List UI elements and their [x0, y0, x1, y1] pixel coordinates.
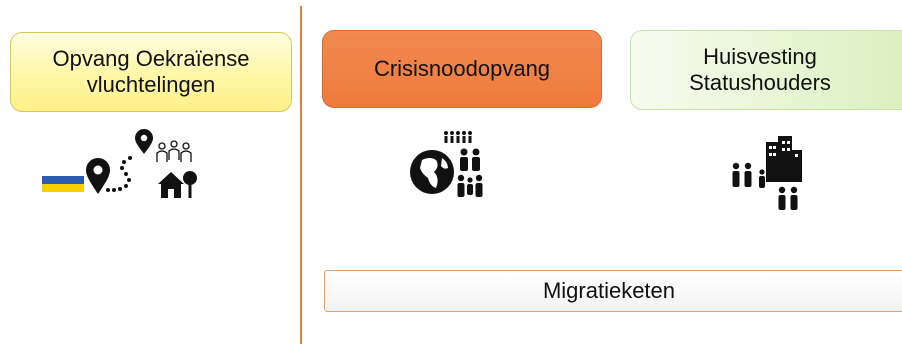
ukraine-box-label-line2: vluchtelingen [86, 72, 216, 97]
crisis-shelter-box: Crisisnoodopvang [322, 30, 602, 108]
house-with-tree-icon [158, 171, 197, 198]
crisis-box-label: Crisisnoodopvang [373, 56, 551, 81]
ukraine-refugees-box: Opvang Oekraïense vluchtelingen [10, 32, 292, 112]
dotted-route-icon [106, 156, 132, 192]
people-icon [732, 162, 798, 210]
location-pin-small-icon [135, 129, 153, 154]
housing-box-label-line2: Statushouders [689, 70, 831, 95]
buildings-icon [766, 136, 802, 182]
ukraine-box-label-line1: Opvang Oekraïense [52, 46, 250, 71]
migration-chain-label: Migratieketen [542, 278, 676, 303]
people-group-icon [156, 140, 192, 162]
location-pin-icon [86, 158, 110, 194]
crisis-icon-group [410, 131, 483, 197]
ukraine-route-icon-group [42, 129, 197, 198]
family-icon [457, 148, 483, 197]
migration-chain-banner: Migratieketen [324, 270, 902, 312]
housing-icon-group [732, 136, 802, 210]
ukraine-flag-icon [42, 176, 84, 192]
status-holders-housing-box: Huisvesting Statushouders [630, 30, 902, 110]
housing-box-label-line1: Huisvesting [703, 44, 817, 69]
globe-icon [410, 150, 454, 194]
column-divider [300, 6, 302, 344]
crowd-small-icon [444, 131, 472, 143]
